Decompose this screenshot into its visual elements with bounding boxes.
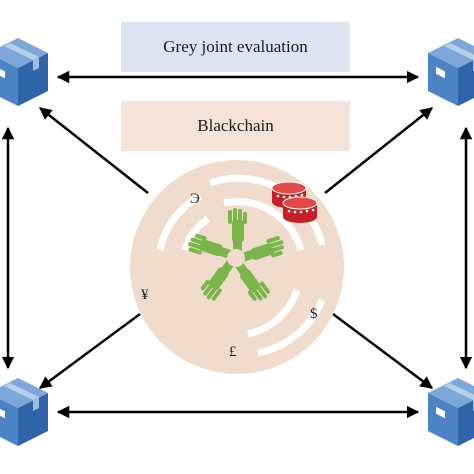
currency-symbol-pound: £ [229,344,237,360]
arrow-center-to-bottom-right [332,312,434,390]
blackchain-label: Blackchain [197,116,274,135]
grey-joint-evaluation-box: Grey joint evaluation [121,22,350,72]
currency-symbol-dollar: $ [310,306,318,322]
cube-icon [0,38,48,106]
grey-joint-evaluation-label: Grey joint evaluation [163,37,308,56]
currency-symbol-e: Э [190,191,200,207]
cube-icon [428,378,474,446]
arrow-center-to-top-left [39,107,149,194]
currency-symbol-yen: ¥ [141,287,149,303]
hands-icon [185,208,287,305]
arrow-center-to-bottom-left [38,312,141,390]
coin-stack-icon [271,181,318,223]
cube-icon [428,38,474,106]
blackchain-box: Blackchain [121,101,350,151]
arrow-center-to-top-right [324,107,433,194]
